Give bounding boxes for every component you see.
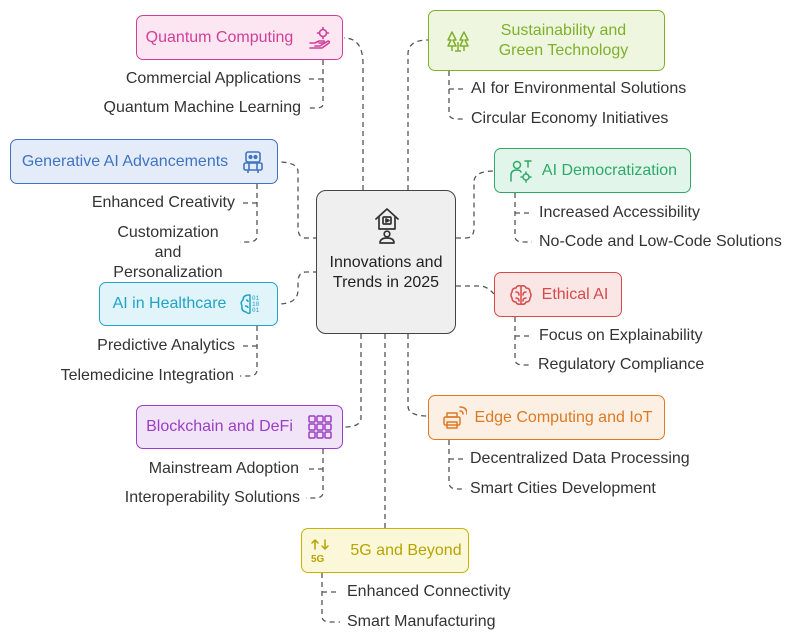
robot-icon: [240, 149, 266, 175]
sub-item: Circular Economy Initiatives: [471, 110, 669, 127]
person-gear-icon: [508, 158, 534, 184]
quantum-computing-node: Quantum Computing: [136, 15, 343, 60]
house-person-icon: [371, 205, 403, 245]
node-label: Edge Computing and IoT: [474, 408, 653, 426]
sub-item: Commercial Applications: [125, 70, 301, 87]
svg-text:01: 01: [252, 307, 260, 314]
brain-icon: [508, 282, 534, 308]
svg-text:10: 10: [252, 301, 260, 308]
generative-ai-node: Generative AI Advancements: [10, 139, 278, 184]
node-label: Generative AI Advancements: [21, 152, 229, 170]
node-label: Ethical AI: [541, 285, 609, 303]
node-label: Quantum Computing: [145, 28, 294, 46]
sub-item: Regulatory Compliance: [538, 356, 705, 373]
sub-item: Customization and Personalization: [102, 223, 234, 283]
sub-item: Predictive Analytics: [97, 337, 235, 354]
node-label: AI Democratization: [541, 161, 678, 179]
sub-item: Interoperability Solutions: [124, 489, 300, 506]
sub-item: AI for Environmental Solutions: [471, 80, 687, 97]
svg-text:5G: 5G: [311, 554, 325, 564]
trees-icon: [445, 28, 471, 54]
brain-binary-icon: 01 10 01: [238, 291, 264, 317]
ai-democratization-node: AI Democratization: [494, 148, 691, 193]
sub-item-text: Customization and Personalization: [113, 224, 223, 281]
sub-item: Quantum Machine Learning: [103, 99, 301, 116]
node-label: Blockchain and DeFi: [146, 418, 293, 435]
printer-signal-icon: [441, 405, 467, 431]
sub-item: Mainstream Adoption: [148, 460, 299, 477]
sub-item: Smart Cities Development: [470, 480, 656, 497]
central-topic: Innovations and Trends in 2025: [316, 190, 456, 334]
sub-item: Enhanced Connectivity: [347, 583, 511, 600]
sub-item: Increased Accessibility: [539, 204, 700, 221]
node-label: 5G and Beyond: [350, 541, 462, 559]
node-label: AI in Healthcare: [112, 295, 227, 312]
sub-item: Decentralized Data Processing: [470, 450, 690, 467]
sub-item: Smart Manufacturing: [347, 613, 496, 630]
5g-and-beyond-node: 5G 5G and Beyond: [301, 528, 469, 573]
5g-arrows-icon: 5G: [308, 538, 334, 564]
grid-blocks-icon: [307, 414, 333, 440]
ai-in-healthcare-node: AI in Healthcare 01 10 01: [99, 282, 278, 326]
central-title: Innovations and Trends in 2025: [329, 254, 443, 291]
sub-item: Focus on Explainability: [539, 327, 703, 344]
svg-text:01: 01: [252, 295, 260, 302]
sub-item: Telemedicine Integration: [60, 367, 234, 384]
edge-computing-node: Edge Computing and IoT: [428, 395, 665, 440]
sub-item: Enhanced Creativity: [91, 194, 235, 211]
blockchain-defi-node: Blockchain and DeFi: [136, 405, 343, 449]
sub-item: No-Code and Low-Code Solutions: [539, 233, 782, 250]
ethical-ai-node: Ethical AI: [494, 272, 622, 317]
sustainability-node: Sustainability and Green Technology: [428, 10, 665, 71]
gear-hand-icon: [307, 25, 333, 51]
node-label: Sustainability and Green Technology: [498, 21, 629, 59]
